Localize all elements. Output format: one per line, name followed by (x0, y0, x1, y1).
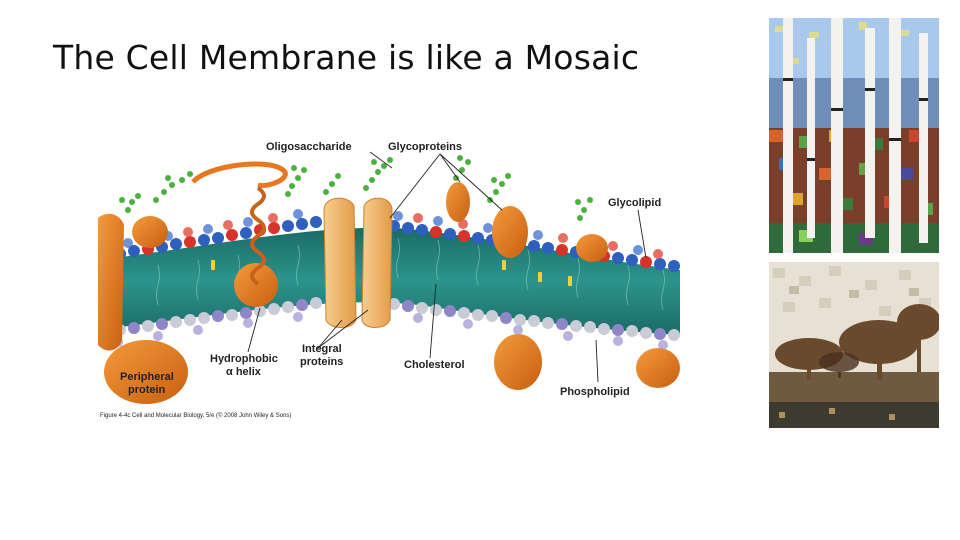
hydrophobic-helix-label-2: α helix (226, 366, 262, 378)
birch-trunks (783, 18, 928, 253)
integral-channel-protein (323, 197, 393, 328)
membrane-protein-right (576, 234, 608, 262)
alpha-helix-protein (191, 161, 288, 307)
leader-lines (247, 151, 647, 383)
glycoprotein-left (132, 216, 168, 248)
edge-integral-protein (98, 213, 124, 351)
hydrophobic-helix-label: Hydrophobic (210, 353, 278, 365)
tree-silhouettes (775, 304, 941, 380)
glycoprotein-right (492, 206, 528, 258)
phospholipid-label: Phospholipid (560, 386, 630, 398)
oligosaccharide-label: Oligosaccharide (266, 141, 352, 153)
cholesterol-label: Cholesterol (404, 359, 465, 371)
mosaic-tiles-bottom (773, 266, 931, 316)
glycolipid-label: Glycolipid (608, 197, 661, 209)
peripheral-protein-label-2: protein (128, 384, 166, 396)
tree-landscape-mosaic-image (769, 262, 941, 428)
peripheral-protein-bottom-right (636, 348, 680, 388)
peripheral-protein-bottom (494, 334, 542, 390)
integral-proteins-label-2: proteins (300, 356, 343, 368)
glycoproteins-label: Glycoproteins (388, 141, 462, 153)
birch-forest-mosaic-image (769, 18, 939, 253)
peripheral-protein-label: Peripheral (120, 371, 174, 383)
peripheral-protein (104, 340, 188, 404)
inner-phospholipid-heads (100, 297, 680, 350)
cell-membrane-diagram: Peripheral protein (98, 130, 680, 426)
glycoprotein-center (446, 182, 470, 222)
figure-caption: Figure 4-4c Cell and Molecular Biology, … (100, 412, 291, 419)
integral-proteins-label: Integral (302, 343, 342, 355)
oligosaccharide-chains (119, 155, 593, 221)
slide-title: The Cell Membrane is like a Mosaic (53, 38, 640, 77)
